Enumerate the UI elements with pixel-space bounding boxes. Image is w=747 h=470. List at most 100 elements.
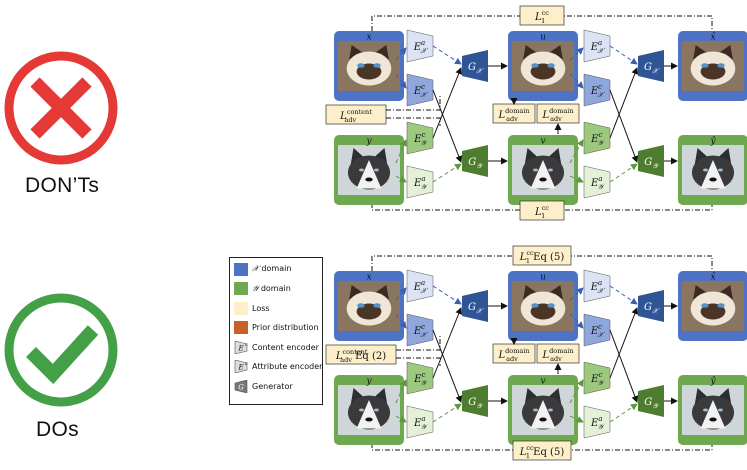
- panel-dos-image-y-label: y: [365, 377, 372, 387]
- svg-text:E: E: [237, 364, 243, 372]
- legend-text: Generator: [252, 381, 293, 391]
- panel-dos-image-v-label: v: [540, 377, 545, 387]
- panel-dos-image-xhat: x̂: [678, 271, 747, 341]
- svg-text:G: G: [238, 383, 244, 391]
- panel-donts-image-u-label: u: [540, 33, 546, 43]
- panel-dos-gen-y-1: G𝒴: [462, 385, 488, 417]
- panel-donts-image-y: y: [334, 135, 404, 205]
- legend-swatch: [234, 262, 248, 276]
- legend-swatch: G: [234, 379, 248, 393]
- panel-dos-image-y: y: [334, 375, 404, 445]
- dos-label: DOs: [36, 418, 79, 441]
- panel-dos-gen-y-1-label: G𝒴: [468, 397, 484, 410]
- panel-dos-gen-x-2: G𝒳: [638, 290, 664, 322]
- legend-swatch: [234, 301, 248, 315]
- legend-item-y-domain: 𝒴 domain: [234, 282, 291, 296]
- panel-donts-image-v-label: v: [540, 137, 545, 147]
- legend-text: Prior distribution: [252, 323, 319, 332]
- legend-text: Loss: [252, 303, 270, 313]
- panel-donts-image-xhat: x̂: [678, 31, 747, 101]
- panel-donts-image-v: v: [508, 135, 578, 205]
- panel-dos-gen-x-2-label: G𝒳: [644, 302, 660, 315]
- panel-dos-image-u-label: u: [540, 273, 546, 283]
- panel-dos-image-v: v: [508, 375, 578, 445]
- legend-text: 𝒴 domain: [252, 283, 291, 293]
- panel-dos-image-u: u: [508, 271, 578, 341]
- panel-donts-image-y-label: y: [365, 137, 372, 147]
- panel-donts-gen-x-1: G𝒳: [462, 50, 488, 82]
- panel-donts-image-yhat: ŷ: [678, 135, 747, 205]
- legend-text: Content encoder: [252, 342, 319, 352]
- panel-dos-gen-y-2: G𝒴: [638, 385, 664, 417]
- legend-item-x-domain: 𝒳 domain: [234, 262, 291, 276]
- panel-donts-image-yhat-label: ŷ: [709, 136, 716, 147]
- panel-donts-gen-x-2-label: G𝒳: [644, 62, 660, 75]
- legend-item-generator: G Generator: [234, 379, 293, 393]
- donts-label: DON’Ts: [25, 174, 100, 197]
- legend-swatch: [234, 321, 248, 334]
- panel-dos-image-yhat: ŷ: [678, 375, 747, 445]
- cross-mark-icon: [4, 51, 118, 165]
- panel-donts-image-x-label: x: [366, 33, 371, 43]
- panel-dos-gen-x-1: G𝒳: [462, 290, 488, 322]
- panel-dos-gen-x-1-label: G𝒳: [468, 302, 484, 315]
- panel-donts-image-xhat-label: x̂: [710, 32, 715, 43]
- panel-donts-gen-y-1: G𝒴: [462, 145, 488, 177]
- legend-text: 𝒳 domain: [252, 264, 292, 273]
- panel-donts-image-u: u: [508, 31, 578, 101]
- panel-donts-gen-x-1-label: G𝒳: [468, 62, 484, 75]
- panel-donts-gen-y-2-label: G𝒴: [644, 157, 660, 170]
- panel-dos-image-yhat-label: ŷ: [709, 376, 716, 387]
- svg-text:c: c: [245, 343, 248, 348]
- panel-dos-image-xhat-label: x̂: [710, 272, 715, 283]
- panel-dos-gen-y-2-label: G𝒴: [644, 397, 660, 410]
- legend-item-loss: Loss: [234, 301, 270, 315]
- legend-item-prior: Prior distribution: [234, 321, 319, 335]
